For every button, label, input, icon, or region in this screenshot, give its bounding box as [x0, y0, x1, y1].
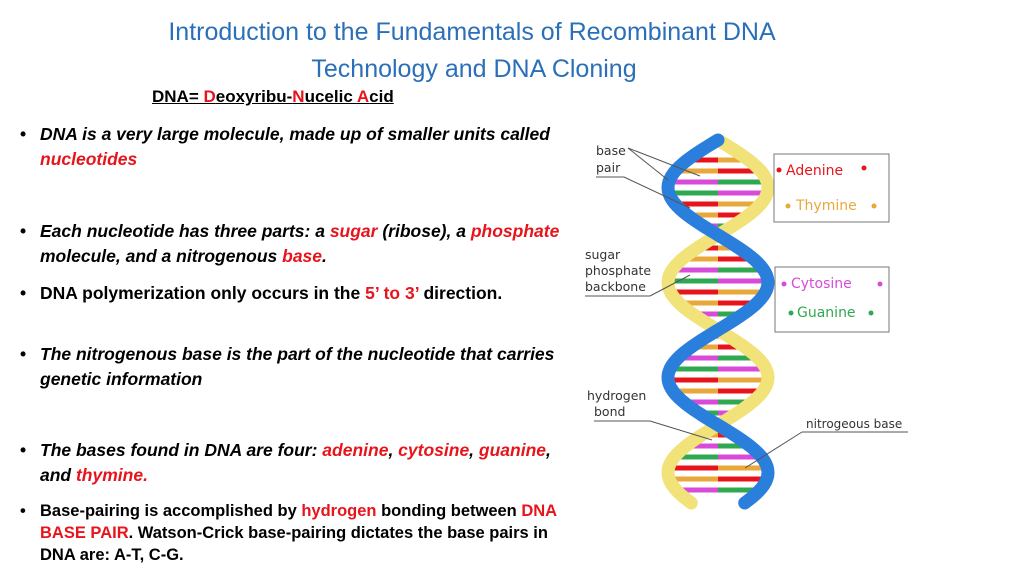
backbone-strand-yellow [661, 133, 775, 510]
label-base-pair-line1: base [596, 143, 626, 158]
def-part: eoxyribu- [215, 87, 293, 106]
label-hydrogen-1: hydrogen [587, 388, 646, 403]
def-part: cid [369, 87, 394, 106]
bullet-base-pairing: •Base-pairing is accomplished by hydroge… [20, 502, 557, 564]
dna-definition: DNA= Deoxyribu-Nucelic Acid [152, 87, 394, 107]
legend-thymine: Thymine [795, 198, 857, 214]
label-nitrogenous-base: nitrogeous base [806, 417, 902, 431]
legend-adenine: Adenine [786, 163, 843, 179]
backbone-strand-blue [661, 133, 775, 510]
def-part: DNA= [152, 87, 204, 106]
label-sugar-1: sugar [585, 247, 621, 262]
bullet-polymerization: •DNA polymerization only occurs in the 5… [20, 283, 503, 303]
label-hydrogen-2: bond [594, 404, 625, 419]
bullet-three-parts: •Each nucleotide has three parts: a suga… [20, 221, 560, 266]
def-letter-n: N [292, 87, 305, 106]
bullet-nucleotides: •DNA is a very large molecule, made up o… [20, 124, 550, 169]
label-base-pair-line2: pair [596, 160, 621, 175]
def-part: ucelic [304, 87, 357, 106]
def-letter-d: D [203, 87, 216, 106]
bullet-four-bases: •The bases found in DNA are four: adenin… [20, 440, 551, 485]
title-line-2: Technology and DNA Cloning [311, 55, 637, 83]
slide-title: Introduction to the Fundamentals of Reco… [0, 14, 944, 88]
def-letter-a: A [356, 87, 370, 106]
title-line-1: Introduction to the Fundamentals of Reco… [168, 18, 776, 46]
legend-cytosine: Cytosine [791, 276, 852, 292]
label-sugar-3: backbone [585, 279, 646, 294]
bullet-genetic-info: •The nitrogenous base is the part of the… [20, 344, 555, 389]
diagram-labels: base pair sugar phosphate backbone hydro… [585, 143, 908, 469]
label-sugar-2: phosphate [585, 263, 651, 278]
legend-guanine: Guanine [797, 305, 856, 321]
legend-cytosine-guanine: Cytosine Guanine [774, 266, 890, 333]
legend-adenine-thymine: Adenine Thymine [773, 153, 890, 223]
